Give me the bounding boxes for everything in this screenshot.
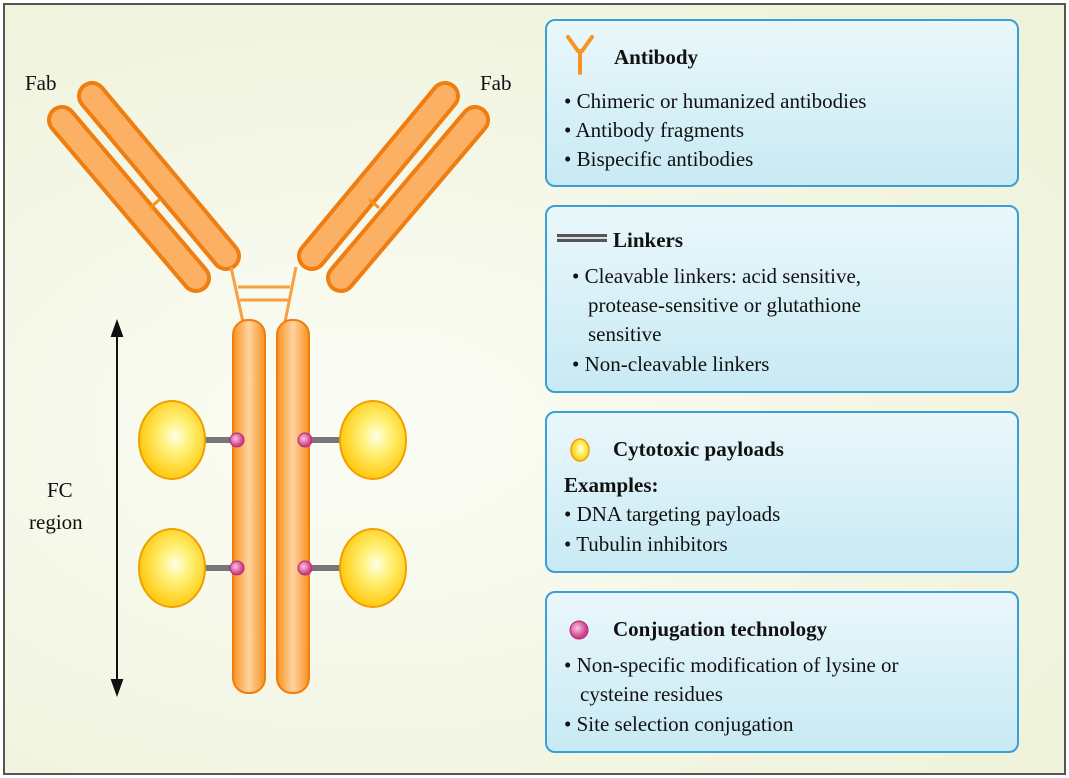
antibody-item: • Bispecific antibodies [564, 147, 754, 171]
conjugation-box: Conjugation technology • Non-specific mo… [545, 591, 1019, 753]
antibody-item: • Chimeric or humanized antibodies [564, 89, 867, 113]
antibody-icon [566, 35, 594, 75]
linkers [200, 437, 342, 571]
fab-right-label: Fab [480, 71, 512, 95]
conjugation-item: • Non-specific modification of lysine or [564, 653, 899, 677]
fab-arms [47, 81, 490, 293]
payloads [138, 400, 407, 608]
antibody-title: Antibody [614, 45, 699, 69]
linkers-item-cont: sensitive [588, 322, 662, 346]
antibody-item: • Antibody fragments [564, 118, 744, 142]
conjugation-title: Conjugation technology [613, 617, 828, 641]
payloads-subtitle: Examples: [564, 473, 659, 497]
payloads-item: • DNA targeting payloads [564, 502, 781, 526]
payloads-title: Cytotoxic payloads [613, 437, 784, 461]
fc-region-label: region [29, 510, 83, 534]
antibody-box: Antibody • Chimeric or humanized antibod… [545, 19, 1019, 187]
adc-antibody-illustration [47, 81, 490, 697]
conjugation-dot-icon [569, 620, 589, 640]
payloads-box: Cytotoxic payloads Examples: • DNA targe… [545, 411, 1019, 573]
linker-icon [557, 234, 607, 242]
linkers-item: • Cleavable linkers: acid sensitive, [572, 264, 862, 288]
linkers-item: • Non-cleavable linkers [572, 352, 770, 376]
fc-region-arrow [110, 319, 124, 697]
linkers-box: Linkers • Cleavable linkers: acid sensit… [545, 205, 1019, 393]
linkers-item-cont: protease-sensitive or glutathione [588, 293, 861, 317]
fc-chains [232, 319, 310, 694]
linkers-title: Linkers [613, 228, 684, 252]
conjugation-sites [229, 432, 313, 576]
fab-left-label: Fab [25, 71, 57, 95]
conjugation-item: • Site selection conjugation [564, 712, 794, 736]
conjugation-item-cont: cysteine residues [580, 682, 723, 706]
payloads-item: • Tubulin inhibitors [564, 532, 728, 556]
hinge-disulfide-bonds [229, 266, 298, 323]
fc-label: FC [47, 478, 73, 502]
payload-icon [570, 438, 590, 462]
